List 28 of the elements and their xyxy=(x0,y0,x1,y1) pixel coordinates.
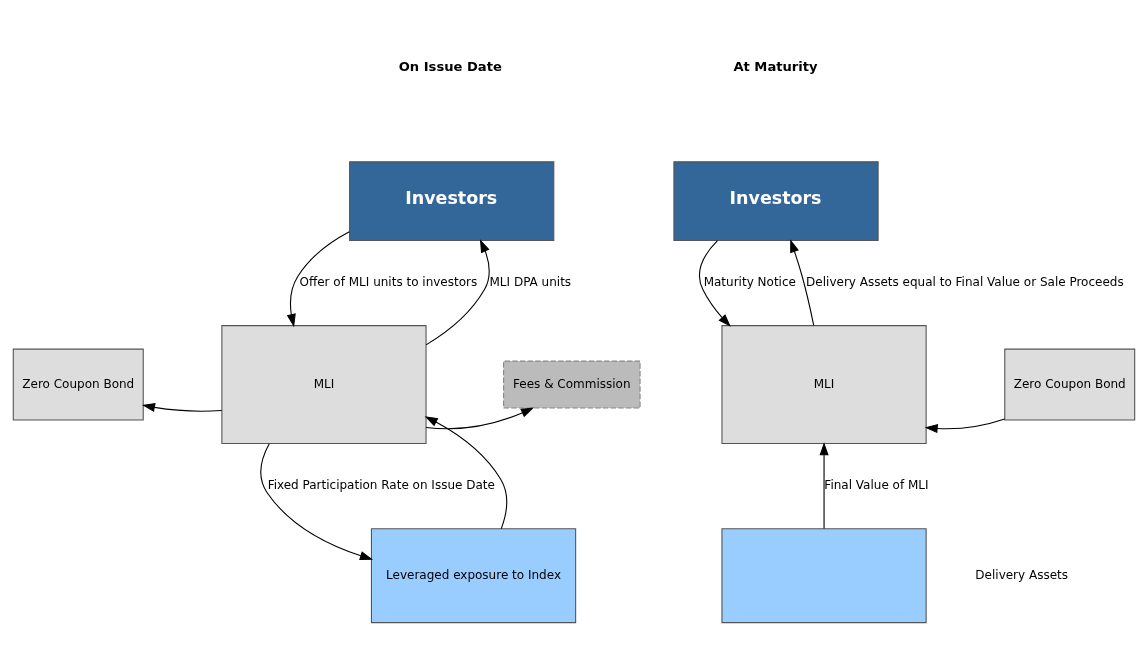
arrow xyxy=(790,238,815,326)
arrow xyxy=(698,239,731,327)
node-box: Investors xyxy=(673,160,879,241)
node-box: MLI xyxy=(221,324,427,444)
edge-label: Offer of MLI units to investors xyxy=(299,274,478,289)
node-box: MLI xyxy=(721,324,927,444)
arrow xyxy=(425,238,490,345)
label: Delivery Assets xyxy=(975,567,1069,582)
edge-label: MLI DPA units xyxy=(489,274,572,289)
arrow xyxy=(924,417,1006,433)
node-box: Leveraged exposure to Index xyxy=(370,527,577,623)
edge-label: Maturity Notice xyxy=(703,274,796,289)
edge-label: Delivery Assets equal to Final Value or Sale Proceeds xyxy=(806,274,1124,289)
arrow xyxy=(425,407,535,429)
edge-label: Final Value of MLI xyxy=(824,477,929,492)
node-box: Fees & Commission xyxy=(503,360,641,409)
node-box: Investors xyxy=(349,160,555,241)
label: At Maturity xyxy=(733,58,818,74)
node-box xyxy=(721,527,927,623)
arrow xyxy=(819,441,829,529)
label: On Issue Date xyxy=(398,58,502,74)
edge-label: Fixed Participation Rate on Issue Date xyxy=(267,477,495,492)
arrow xyxy=(141,402,223,412)
node-box: Zero Coupon Bond xyxy=(12,348,144,421)
arrow xyxy=(424,415,508,529)
arrow xyxy=(286,230,350,327)
arrow xyxy=(260,442,373,560)
node-box: Zero Coupon Bond xyxy=(1004,348,1136,421)
